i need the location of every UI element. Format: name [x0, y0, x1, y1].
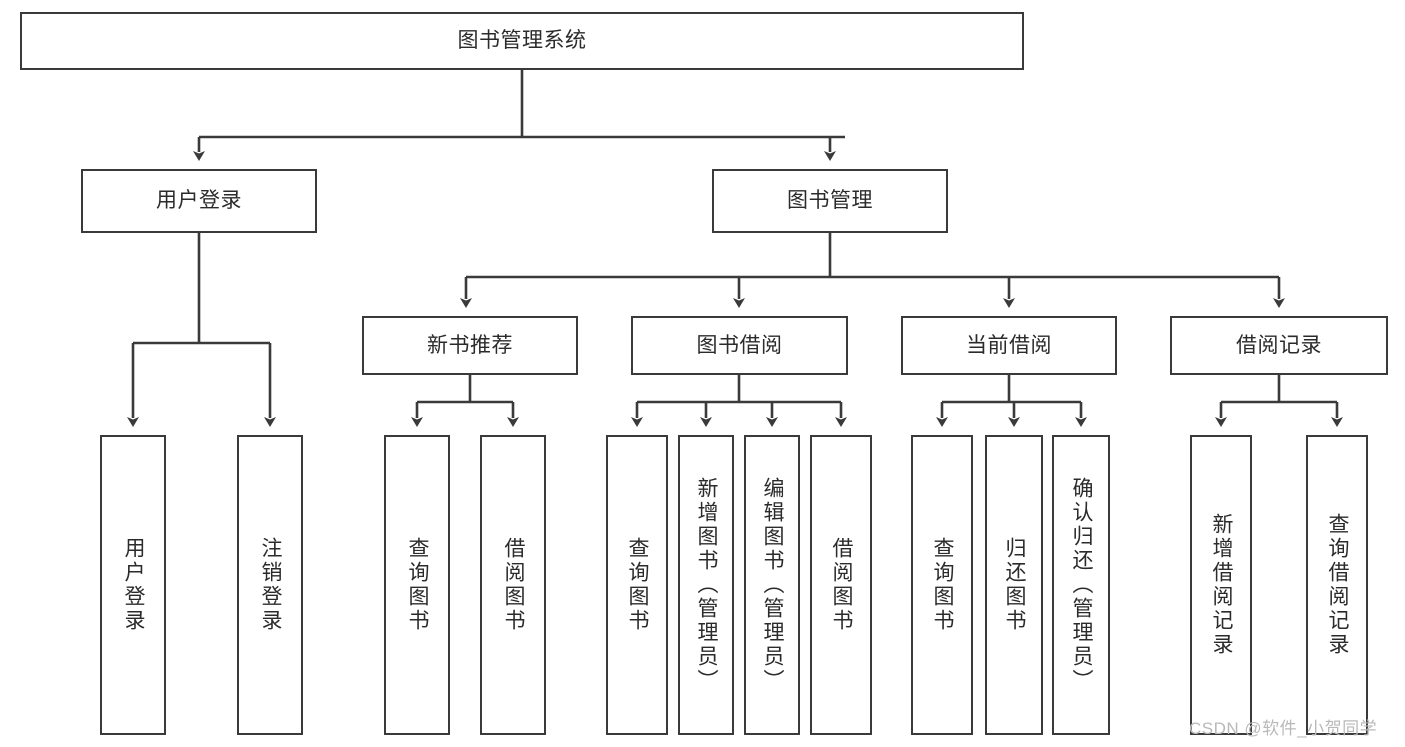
- node-label: 编辑图书（管理员）: [761, 477, 785, 693]
- node-label: 借阅图书: [830, 537, 854, 633]
- node-label: 查询借阅记录: [1326, 513, 1350, 657]
- node-label: 查询图书: [626, 537, 650, 633]
- node-label: 用户登录: [156, 189, 242, 213]
- node-leaf-borrow-book-2[interactable]: 借阅图书: [810, 435, 872, 735]
- node-leaf-edit-book[interactable]: 编辑图书（管理员）: [744, 435, 800, 735]
- node-label: 图书管理系统: [457, 29, 587, 53]
- node-leaf-query-book-2[interactable]: 查询图书: [606, 435, 668, 735]
- node-book-borrow[interactable]: 图书借阅: [631, 316, 848, 375]
- node-leaf-query-book-1[interactable]: 查询图书: [384, 435, 450, 735]
- node-root-system[interactable]: 图书管理系统: [20, 12, 1024, 70]
- node-label: 借阅记录: [1236, 333, 1322, 357]
- node-label: 当前借阅: [966, 333, 1052, 357]
- node-label: 图书管理: [787, 189, 873, 213]
- node-leaf-add-record[interactable]: 新增借阅记录: [1190, 435, 1252, 735]
- node-label: 注销登录: [259, 537, 283, 633]
- node-label: 借阅图书: [502, 537, 526, 633]
- node-label: 新书推荐: [427, 333, 513, 357]
- node-leaf-confirm-return[interactable]: 确认归还（管理员）: [1052, 435, 1110, 735]
- node-leaf-user-login[interactable]: 用户登录: [100, 435, 166, 735]
- node-label: 新增图书（管理员）: [695, 477, 719, 693]
- node-label: 查询图书: [406, 537, 430, 633]
- node-user-login[interactable]: 用户登录: [81, 169, 317, 233]
- node-current-borrow[interactable]: 当前借阅: [901, 316, 1117, 375]
- node-leaf-add-book[interactable]: 新增图书（管理员）: [678, 435, 734, 735]
- node-leaf-query-record[interactable]: 查询借阅记录: [1306, 435, 1368, 735]
- node-label: 用户登录: [122, 537, 146, 633]
- csdn-watermark: CSDN @软件_小贺同学: [1189, 719, 1378, 738]
- node-leaf-logout[interactable]: 注销登录: [237, 435, 303, 735]
- node-book-manage[interactable]: 图书管理: [712, 169, 948, 233]
- node-leaf-return-book[interactable]: 归还图书: [985, 435, 1043, 735]
- node-leaf-borrow-book-1[interactable]: 借阅图书: [480, 435, 546, 735]
- node-label: 归还图书: [1003, 537, 1027, 633]
- node-label: 查询图书: [931, 537, 955, 633]
- node-new-book-rec[interactable]: 新书推荐: [362, 316, 578, 375]
- node-label: 新增借阅记录: [1210, 513, 1234, 657]
- node-label: 图书借阅: [696, 333, 783, 357]
- node-label: 确认归还（管理员）: [1070, 477, 1094, 693]
- node-borrow-record[interactable]: 借阅记录: [1170, 316, 1388, 375]
- node-leaf-query-book-3[interactable]: 查询图书: [911, 435, 973, 735]
